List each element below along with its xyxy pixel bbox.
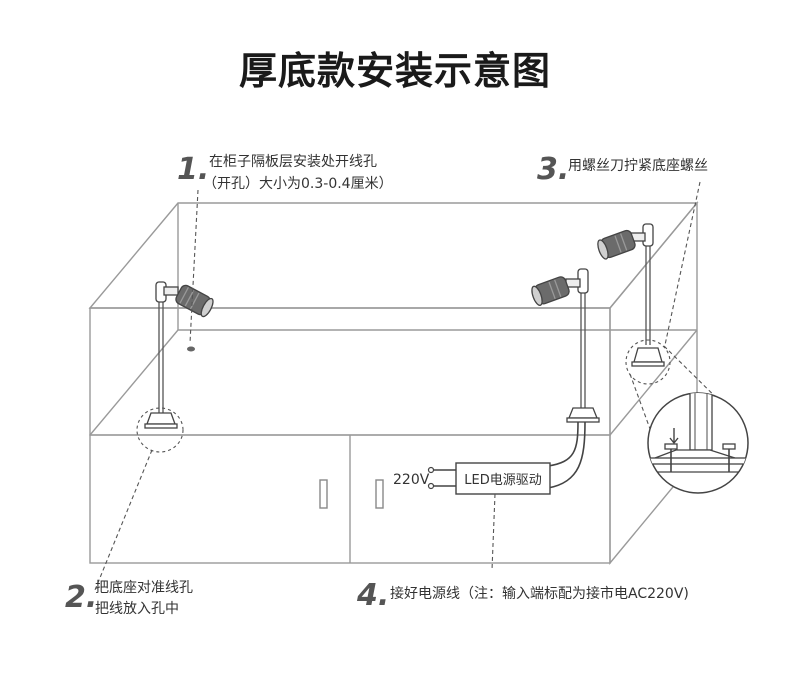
door-handle-left [319,479,328,509]
step-3-number: 3. [537,152,570,187]
step-1-number: 1. [177,152,210,187]
shelf-back-edge [89,329,697,436]
led-driver-box [455,462,551,495]
shelf-side-line [609,329,698,436]
spotlight-right [597,223,665,367]
terminal-2 [427,482,435,490]
step-4-number: 4. [357,578,390,613]
step-2-line-2: 把线放入孔中 [95,601,179,617]
step-4-line-1: 接好电源线（注：输入端标配为接市电AC220V) [390,586,689,602]
door-handle-right [375,479,384,509]
spotlight-middle [531,268,600,423]
page-title: 厚底款安装示意图 [238,49,551,93]
drilled-hole [187,346,195,352]
led-driver-label: LED电源驱动 [464,473,541,488]
leader-step-2 [94,449,153,591]
spotlight-left [144,281,214,429]
voltage-label: 220V [393,472,430,488]
driver-wiring [432,421,586,489]
dashed-circle-left [136,407,184,453]
step-2-line-1: 把底座对准线孔 [95,580,193,596]
step-2-number: 2. [65,580,98,615]
step-3-line-1: 用螺丝刀拧紧底座螺丝 [568,158,708,174]
callout-leaders [94,181,701,591]
terminal-1 [427,466,435,474]
step-1-line-2: （开孔）大小为0.3-0.4厘米） [203,176,393,192]
leader-step-4 [491,493,496,571]
step-1-line-1: 在柜子隔板层安装处开线孔 [209,154,377,170]
zoom-detail [647,392,749,494]
leader-step-1 [189,189,199,344]
dashed-circle-right [625,339,671,385]
